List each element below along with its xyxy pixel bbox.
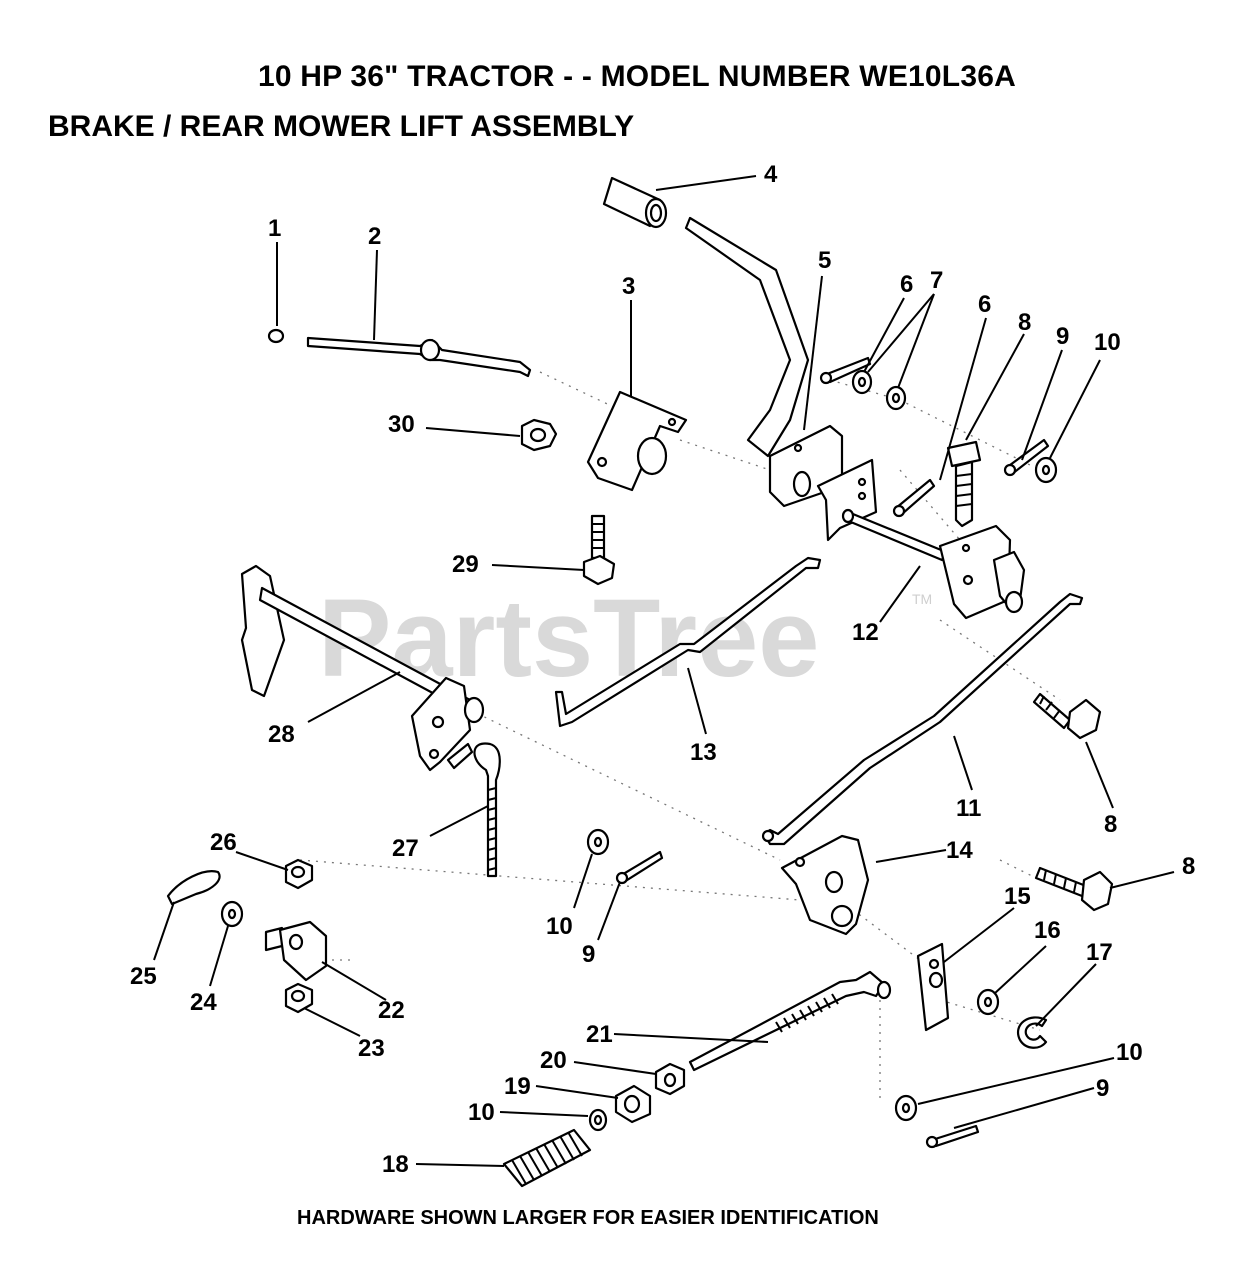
part-20-nut[interactable] [654,1062,686,1096]
part-10-washer-middle[interactable] [586,828,610,856]
part-3-bracket[interactable] [586,390,688,492]
part-12-shaft-bracket[interactable] [841,508,1026,620]
watermark-tm: TM [912,591,932,607]
callout-10-upper: 10 [1094,329,1121,356]
callout-25: 25 [130,963,157,990]
callout-8-lower: 8 [1182,853,1195,880]
part-17-e-clip[interactable] [1017,1016,1048,1049]
part-5-lift-handle[interactable] [684,216,878,542]
assembly-subtitle: BRAKE / REAR MOWER LIFT ASSEMBLY [48,110,635,143]
part-1-pin[interactable] [267,328,285,344]
callout-8-upper: 8 [1018,309,1031,336]
part-10-washer-lower-right[interactable] [894,1094,918,1122]
part-8-bolt-lower[interactable] [1034,866,1114,912]
callout-7: 7 [930,267,943,294]
callout-8-middle: 8 [1104,811,1117,838]
part-15-plate[interactable] [916,942,950,1032]
callout-3: 3 [622,273,635,300]
callout-30: 30 [388,411,415,438]
callout-14: 14 [946,837,973,864]
callout-12: 12 [852,619,879,646]
part-9-cotter-pin-middle[interactable] [615,850,664,885]
callout-23: 23 [358,1035,385,1062]
part-6-cotter-pin-lower[interactable] [892,478,936,518]
part-7-washer-b[interactable] [885,385,907,411]
callout-15: 15 [1004,883,1031,910]
callout-9-middle: 9 [582,941,595,968]
part-11-rod[interactable] [761,592,1084,846]
part-27-eyebolt[interactable] [473,742,501,878]
callout-19: 19 [504,1073,531,1100]
callout-22: 22 [378,997,405,1024]
callout-17: 17 [1086,939,1113,966]
part-7-washer-a[interactable] [851,369,873,395]
callout-11: 11 [956,795,981,822]
callout-leaders [153,175,1175,1167]
watermark: PartsTree [318,577,819,700]
diagram-title: 10 HP 36" TRACTOR - - MODEL NUMBER WE10L… [258,60,1016,93]
part-25-hairpin-clip[interactable] [166,870,221,906]
callout-10-spring: 10 [468,1099,495,1126]
part-14-bracket[interactable] [780,834,870,936]
callout-10-lower-right: 10 [1116,1039,1143,1066]
callout-6-right: 6 [978,291,991,318]
part-28-cross-shaft[interactable] [240,564,485,772]
callout-24: 24 [190,989,217,1016]
callout-20: 20 [540,1047,567,1074]
part-23-nut[interactable] [284,982,314,1014]
part-13-rod[interactable] [554,556,822,728]
callout-16: 16 [1034,917,1061,944]
part-19-spacer[interactable] [614,1084,652,1124]
callout-5: 5 [818,247,831,274]
part-10-washer-spring[interactable] [588,1108,608,1132]
callout-2: 2 [368,223,381,250]
hardware-footnote: HARDWARE SHOWN LARGER FOR EASIER IDENTIF… [297,1207,879,1229]
callout-29: 29 [452,551,479,578]
callout-9-upper: 9 [1056,323,1069,350]
callout-18: 18 [382,1151,409,1178]
part-2-brake-rod[interactable] [306,336,532,378]
callout-13: 13 [690,739,717,766]
part-9-cotter-pin-lower-right[interactable] [925,1124,980,1149]
part-9-cotter-pin-upper[interactable] [1003,438,1050,477]
callout-21: 21 [586,1021,613,1048]
part-8-bolt-middle[interactable] [1032,692,1102,740]
part-6-cotter-pin-upper[interactable] [819,356,872,385]
callout-10-middle: 10 [546,913,573,940]
part-22-trunnion[interactable] [264,920,328,982]
part-30-nut[interactable] [520,418,558,452]
callout-1: 1 [268,215,281,242]
part-18-spring[interactable] [502,1128,592,1188]
callout-26: 26 [210,829,237,856]
callout-numbers: 1 2 3 4 5 6 7 6 8 9 10 30 29 28 27 12 13… [130,161,1195,1178]
callout-28: 28 [268,721,295,748]
part-21-threaded-rod[interactable] [688,970,892,1072]
part-29-bolt[interactable] [582,514,616,586]
part-10-washer-upper[interactable] [1034,456,1058,484]
callout-6-upper: 6 [900,271,913,298]
part-26-nut[interactable] [284,858,314,890]
part-16-washer[interactable] [976,988,1000,1016]
part-24-washer[interactable] [220,900,244,928]
part-4-handle-grip[interactable] [602,176,668,229]
part-8-bolt-upper[interactable] [946,440,982,528]
callout-4: 4 [764,161,778,188]
callout-27: 27 [392,835,419,862]
callout-9-lower-right: 9 [1096,1075,1109,1102]
